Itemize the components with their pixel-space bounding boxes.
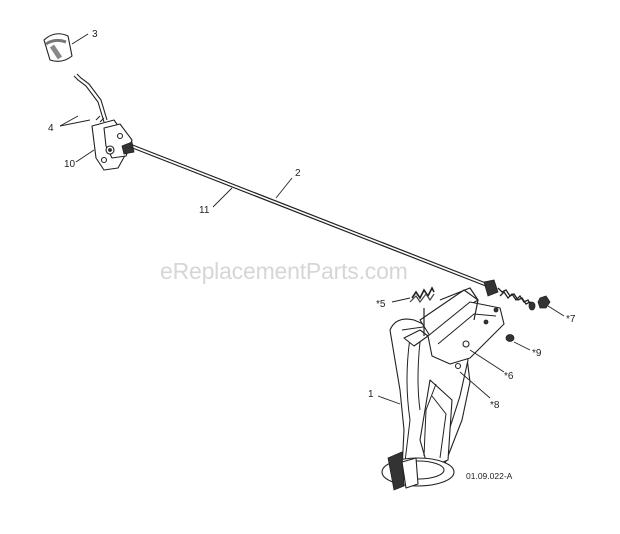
callout-11: 11 <box>199 205 210 216</box>
callout-8: *8 <box>490 400 500 411</box>
shift-rod-part <box>129 143 497 291</box>
chute-assembly-part <box>381 287 505 491</box>
drawing-code: 01.09.022-A <box>466 471 513 481</box>
leader-line-3 <box>71 33 89 45</box>
watermark-text: eReplacementParts.com <box>160 258 408 284</box>
shift-lever-rod <box>73 73 108 123</box>
callout-3: 3 <box>92 29 98 40</box>
shift-bracket-part <box>91 115 135 171</box>
leader-line-6 <box>469 349 505 373</box>
leader-line-2 <box>275 177 293 199</box>
callout-5: *5 <box>376 299 386 310</box>
callout-4: 4 <box>48 123 54 134</box>
spring-part-5 <box>409 286 435 304</box>
nut-part-7 <box>537 295 551 309</box>
rod-end-spring <box>483 279 536 311</box>
callout-2: 2 <box>295 168 301 179</box>
nut-part-9 <box>505 334 515 342</box>
callout-10: 10 <box>64 159 76 170</box>
leader-line-4b <box>59 119 91 127</box>
leader-line-5 <box>391 297 411 303</box>
callout-9: *9 <box>532 348 542 359</box>
leader-line-10 <box>75 149 95 163</box>
leader-line-8 <box>459 371 491 399</box>
shift-knob-part <box>43 33 73 62</box>
leader-line-1 <box>377 395 401 405</box>
leader-line-4a <box>59 115 79 127</box>
callout-6: *6 <box>504 371 514 382</box>
callout-7: *7 <box>566 314 576 325</box>
leader-line-9 <box>513 341 531 351</box>
leader-line-7 <box>547 305 565 317</box>
leader-line-11 <box>212 187 233 208</box>
callout-1: 1 <box>368 389 374 400</box>
